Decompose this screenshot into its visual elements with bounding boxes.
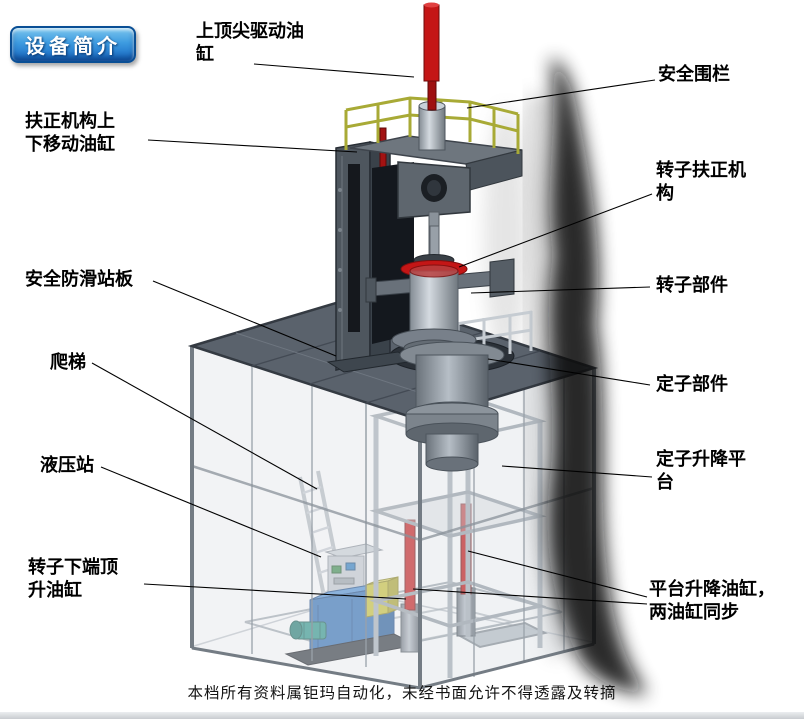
callout-top-center-drive-cylinder: 上顶尖驱动油缸 xyxy=(196,21,304,65)
callout-ladder: 爬梯 xyxy=(50,352,86,372)
red-rod-left xyxy=(404,519,416,611)
callout-stator-component: 定子部件 xyxy=(656,374,728,394)
bottom-edge-strip xyxy=(0,712,804,719)
callout-stator-lifting-platform: 定子升降平台 xyxy=(656,449,746,493)
top-drive-cylinder xyxy=(418,2,446,151)
title-badge: 设备简介 xyxy=(10,26,136,63)
confidentiality-note: 本档所有资料属钜玛自动化，未经书面允许不得透露及转摘 xyxy=(187,685,617,702)
callout-rotor-centering-mechanism: 转子扶正机构 xyxy=(656,160,746,204)
callout-safety-fence: 安全围栏 xyxy=(658,64,730,84)
callout-platform-lifting-cylinders: 平台升降油缸，两油缸同步 xyxy=(649,579,775,623)
ink-smudge xyxy=(547,58,648,694)
callout-centering-mechanism-lift-cylinder: 扶正机构上下移动油缸 xyxy=(25,111,115,155)
callout-safety-anti-slip-platform: 安全防滑站板 xyxy=(25,269,133,289)
callout-rotor-component: 转子部件 xyxy=(656,275,728,295)
title-badge-label: 设备简介 xyxy=(25,36,121,58)
callout-rotor-bottom-jacking-cylinder: 转子下端顶升油缸 xyxy=(28,557,118,601)
top-red-rod xyxy=(423,4,440,82)
stator-part xyxy=(399,341,505,472)
callout-hydraulic-station: 液压站 xyxy=(40,455,94,475)
